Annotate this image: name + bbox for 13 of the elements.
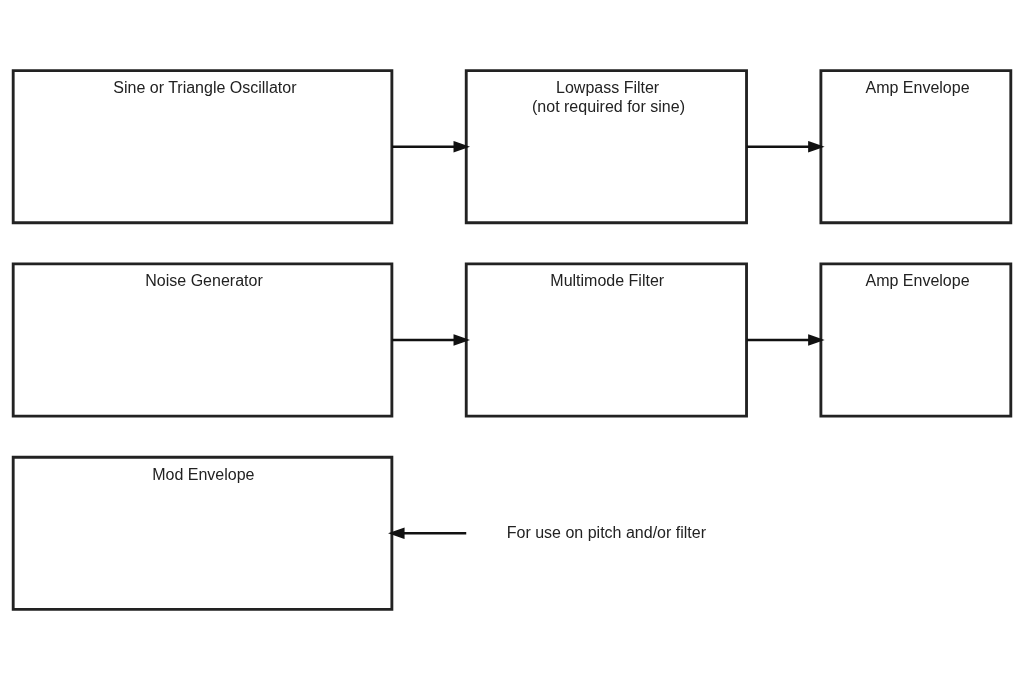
arrow: [746, 140, 825, 153]
node-box: Sine or Triangle Oscillator: [11, 69, 394, 225]
node-box: Mod Envelope: [11, 455, 394, 611]
arrow: [392, 334, 471, 346]
node-box: Amp Envelope: [819, 262, 1013, 418]
arrow: [746, 334, 825, 346]
arrow: [388, 527, 467, 540]
node-box: Lowpass Filter (not required for sine): [464, 69, 748, 225]
node-box: Multimode Filter: [464, 262, 748, 418]
arrow: [392, 140, 471, 153]
node-text: For use on pitch and/or filter: [506, 523, 706, 541]
node-box: Noise Generator: [11, 262, 394, 418]
node-box: Amp Envelope: [819, 69, 1013, 225]
